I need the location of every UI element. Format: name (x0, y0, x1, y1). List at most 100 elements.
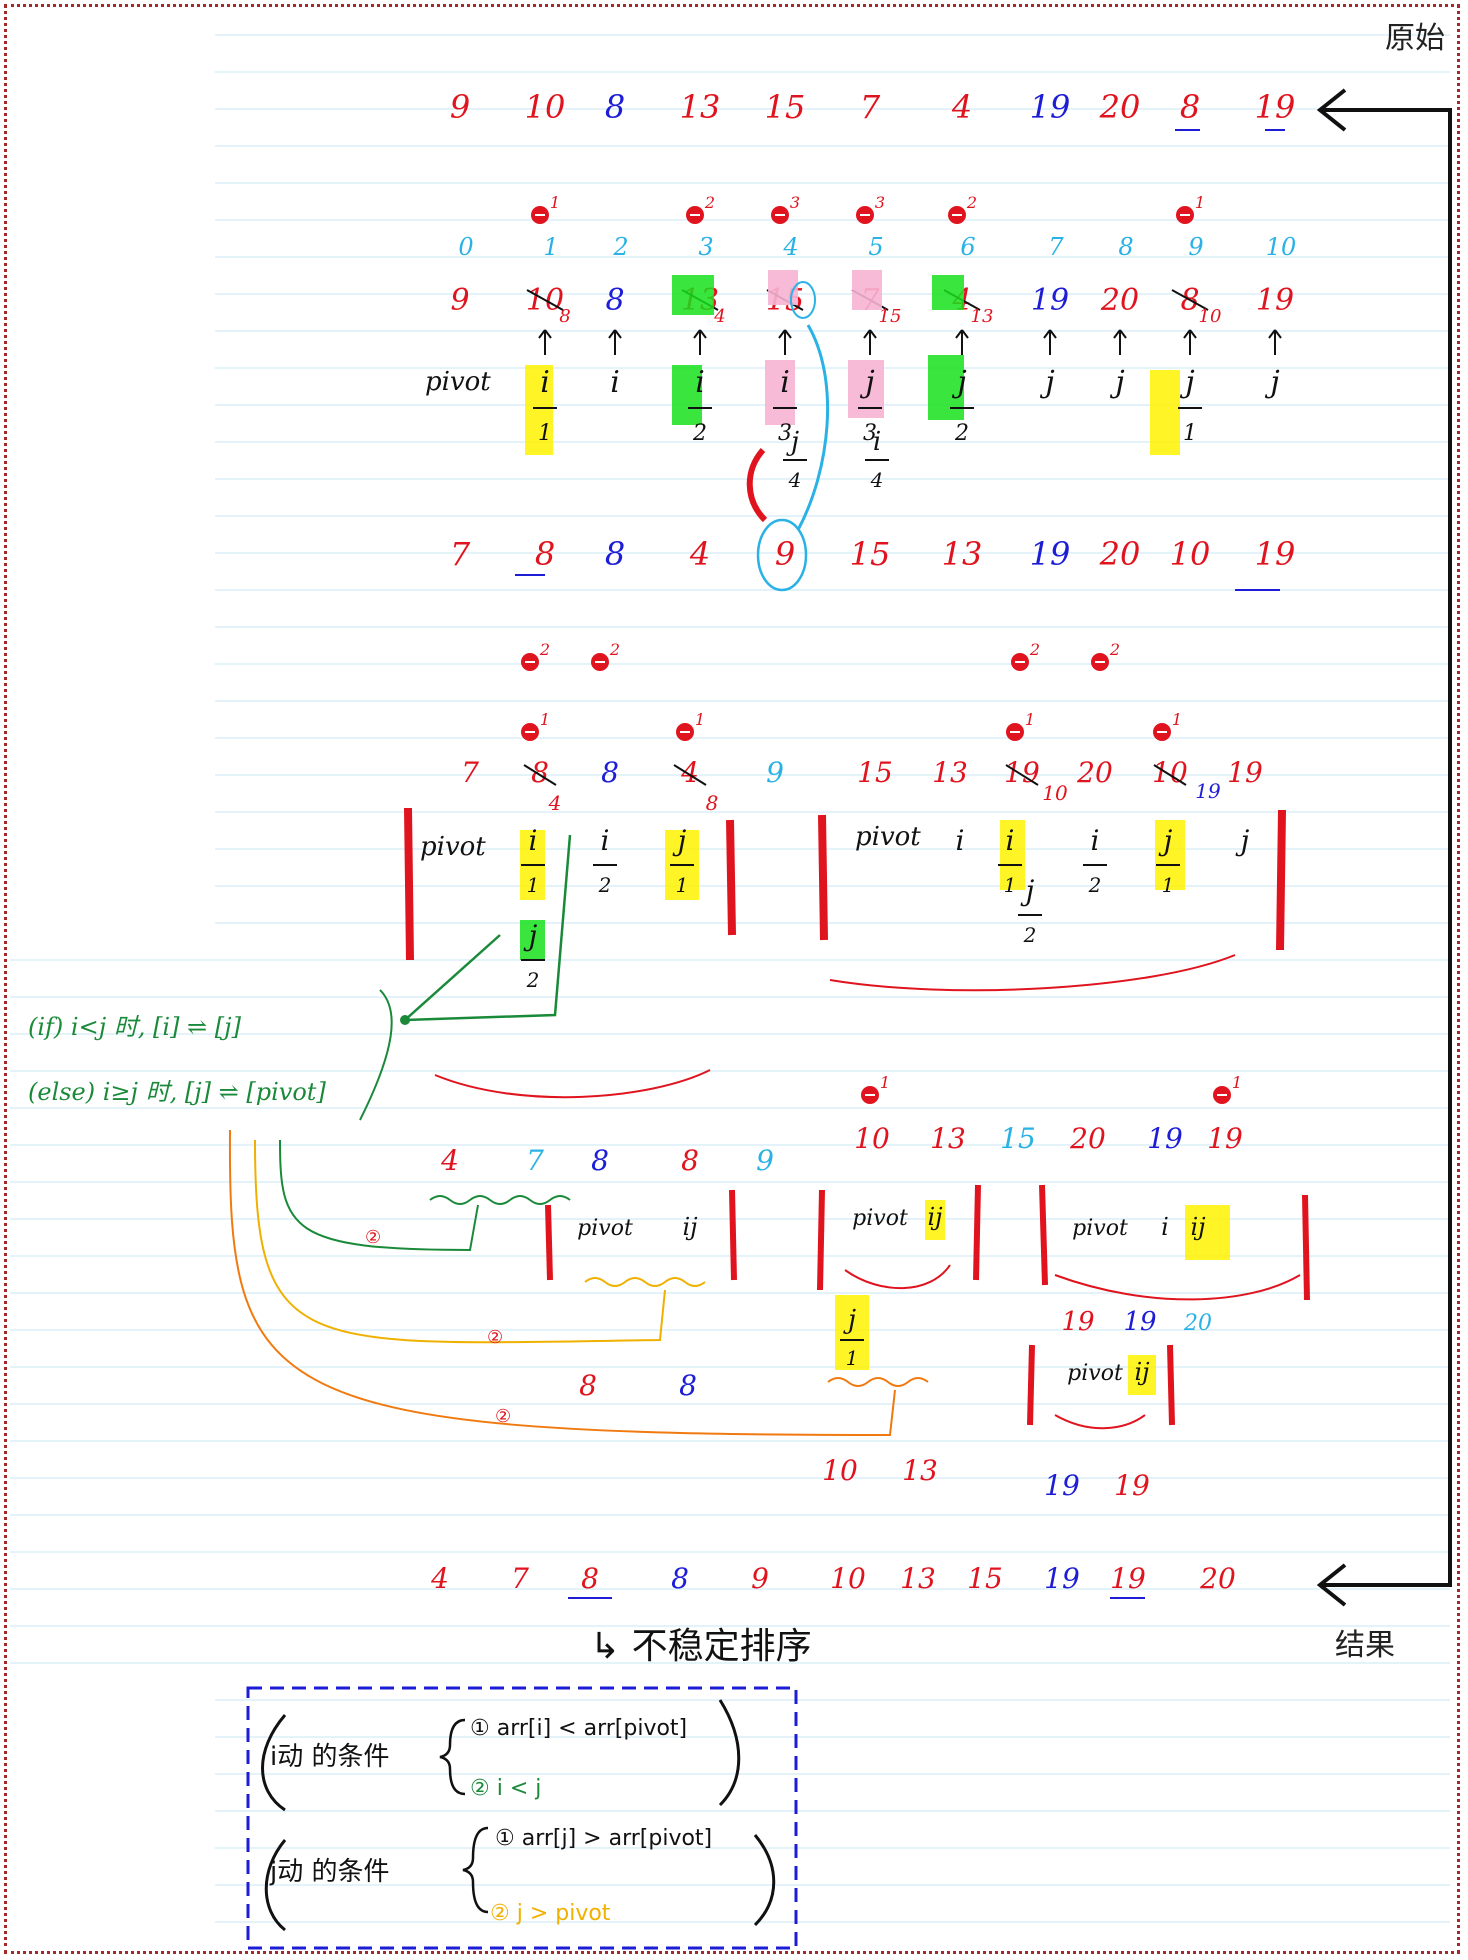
original-value: 4 (951, 88, 972, 126)
j-condition-2: ② j > pivot (490, 1901, 611, 1926)
replacement-value: 10 (1199, 306, 1222, 327)
i-move-title: i动 的条件 (270, 1742, 390, 1772)
pointer-label: i (956, 824, 965, 857)
strike-mark (523, 764, 557, 786)
pointer-label: ij (927, 1203, 943, 1231)
pass2-value: 13 (932, 756, 968, 789)
up-arrow-icon (1189, 329, 1197, 339)
pivot-label: pivot (420, 832, 486, 862)
paren-right (718, 1699, 741, 1807)
step-count: 3 (790, 193, 800, 212)
replacement-value: 13 (971, 306, 994, 327)
highlight-j2 (928, 355, 964, 420)
highlight-13 (672, 275, 714, 315)
pointer-step: 2 (598, 873, 612, 897)
step-count: 2 (609, 640, 620, 659)
pivot-label: pivot (1067, 1361, 1123, 1386)
strike-mark (1005, 764, 1039, 786)
j-condition-1: ① arr[j] > arr[pivot] (495, 1826, 712, 1851)
pointer-label: i (601, 824, 610, 857)
highlight-i3 (765, 360, 795, 425)
up-arrow-icon (1113, 329, 1121, 339)
partition-bar (404, 807, 414, 961)
result-value: 9 (751, 1562, 769, 1595)
rule-brace (359, 989, 393, 1121)
pass3-value: 19 (1147, 1122, 1183, 1155)
result-value: 4 (430, 1562, 449, 1595)
pass1-value: 8 (605, 283, 624, 318)
pass2-value: 20 (1076, 756, 1113, 789)
pass2-value: 8 (531, 756, 549, 789)
pointer-step: 2 (954, 421, 969, 446)
up-arrow-icon (784, 329, 792, 339)
partition-bar (1027, 1344, 1035, 1426)
pass1-value: 19 (1256, 283, 1294, 318)
unstable-note: ↳ 不稳定排序 (590, 1626, 812, 1667)
partition-bar (1302, 1194, 1310, 1301)
pass2-value: 10 (1152, 756, 1188, 789)
result-value: 8 (671, 1562, 689, 1595)
original-value: 19 (1255, 88, 1296, 126)
index-label: 2 (612, 233, 628, 261)
after-pass1-value: 8 (605, 535, 625, 573)
up-arrow-icon (863, 329, 871, 339)
arrow-head-bottom-icon (1316, 1563, 1347, 1607)
highlight-i2 (672, 365, 702, 425)
original-value: 8 (1180, 88, 1200, 126)
result-value: 15 (967, 1562, 1003, 1595)
up-arrow-icon (1119, 329, 1127, 339)
strike-mark (1171, 289, 1209, 311)
pointer-label: i (1161, 1213, 1169, 1241)
pointer-label: i (529, 824, 538, 857)
after-pass1-value: 7 (450, 535, 471, 573)
up-arrow-icon (1274, 329, 1282, 339)
index-label: 0 (458, 233, 473, 261)
result-bracket-line (1320, 108, 1452, 1587)
up-arrow-icon (608, 329, 616, 339)
original-value: 8 (605, 88, 625, 126)
after-pass1-value: 13 (942, 535, 983, 573)
conditions-box (246, 1686, 798, 1950)
pass2-value: 15 (857, 756, 893, 789)
brace (439, 1718, 466, 1796)
highlight-i1 (525, 365, 553, 455)
highlight-i-right (1000, 820, 1025, 890)
step-count: 2 (1109, 640, 1120, 659)
pointer-step: 2 (526, 968, 540, 992)
pivot-label: pivot (577, 1216, 633, 1241)
sub-value: 8 (579, 1369, 597, 1402)
pass3-value: 7 (526, 1144, 544, 1177)
partition-bar (818, 814, 828, 941)
original-value: 9 (450, 88, 470, 126)
pointer-step: 1 (676, 873, 689, 897)
result-value: 20 (1199, 1562, 1236, 1595)
step-count: 1 (1195, 193, 1205, 212)
pointer-step: 1 (527, 873, 540, 897)
pointer-step: 3 (863, 421, 877, 446)
up-arrow-icon (961, 329, 969, 339)
sub-value: 19 (1061, 1307, 1094, 1337)
highlight-j2 (520, 920, 545, 960)
pass2-value: 19 (1004, 756, 1040, 789)
step-count: 1 (695, 710, 705, 729)
brace-right (829, 954, 1236, 992)
original-value: 15 (765, 88, 806, 126)
original-value: 7 (860, 88, 881, 126)
pass3-value: 13 (930, 1122, 966, 1155)
highlight-j1 (835, 1295, 869, 1370)
swap-curve-yellow (254, 1139, 666, 1344)
step-count: 2 (704, 193, 715, 212)
sub-value: 20 (1183, 1311, 1212, 1336)
index-label: 3 (698, 233, 713, 261)
up-arrow-icon (1268, 329, 1276, 339)
sub-value: 10 (822, 1454, 858, 1487)
pointer-step: 1 (1162, 873, 1175, 897)
up-arrow-icon (693, 329, 701, 339)
partition-bar (726, 819, 736, 936)
pointer-label: j (1109, 365, 1124, 400)
